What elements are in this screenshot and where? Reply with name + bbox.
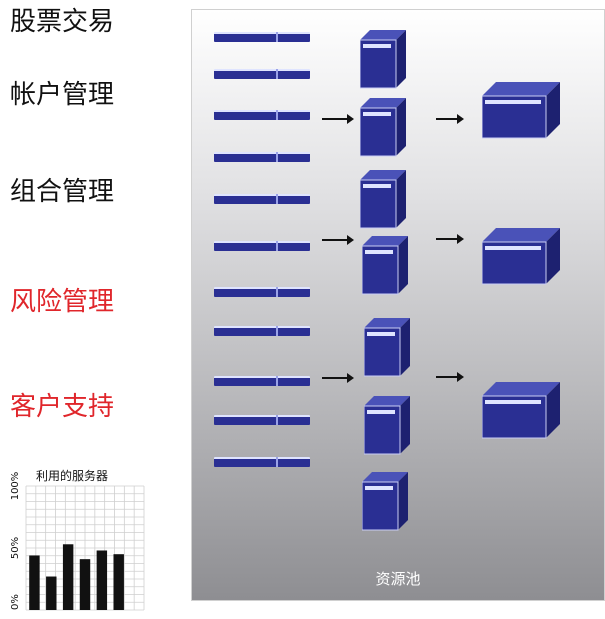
- chart-bars: [29, 544, 124, 610]
- resource-pool-panel: 资源池: [192, 10, 604, 600]
- label-portfolio-management: 组合管理: [10, 177, 115, 207]
- chart-y-tick-label: 0%: [10, 594, 21, 610]
- server-icon: [482, 228, 560, 285]
- chart-bar: [96, 550, 108, 610]
- blade-server-icon: [214, 152, 310, 162]
- chart-bar: [79, 559, 91, 610]
- flow-arrow-icon: [436, 114, 464, 124]
- chart-y-tick-label: 50%: [10, 537, 21, 559]
- server-utilization-chart: 利用的服务器 0% 50% 100%: [10, 468, 145, 611]
- server-icon: [360, 98, 406, 157]
- label-customer-support: 客户支持: [10, 392, 115, 422]
- chart-y-tick-label: 100%: [10, 472, 21, 501]
- flow-arrow-icon: [436, 372, 464, 382]
- server-icon: [360, 30, 406, 89]
- label-stock-trading: 股票交易: [10, 7, 115, 37]
- blade-server-icon: [214, 415, 310, 425]
- chart-title: 利用的服务器: [36, 468, 108, 483]
- chart-bar: [62, 544, 74, 610]
- label-risk-management: 风险管理: [10, 287, 115, 317]
- blade-server-icon: [214, 376, 310, 386]
- flow-arrow-icon: [322, 373, 354, 383]
- label-account-management: 帐户管理: [10, 80, 115, 110]
- blade-server-icon: [214, 110, 310, 120]
- flow-arrow-icon: [322, 114, 354, 124]
- chart-bar: [29, 555, 40, 610]
- chart-bar: [113, 554, 124, 610]
- resource-pool-label: 资源池: [375, 570, 421, 588]
- blade-server-icon: [214, 287, 310, 297]
- server-icon: [482, 82, 560, 139]
- blade-server-icon: [214, 194, 310, 204]
- blade-server-icon: [214, 457, 310, 467]
- blade-server-icon: [214, 241, 310, 251]
- server-icon: [364, 318, 410, 377]
- server-icon: [360, 170, 406, 229]
- flow-arrow-icon: [436, 234, 464, 244]
- blade-server-icon: [214, 69, 310, 79]
- blade-server-icon: [214, 326, 310, 336]
- chart-bar: [46, 576, 57, 610]
- server-icon: [482, 382, 560, 439]
- server-icon: [364, 396, 410, 455]
- chart-y-ticks: 0% 50% 100%: [10, 472, 21, 610]
- flow-arrow-icon: [322, 235, 354, 245]
- blade-server-icon: [214, 32, 310, 42]
- server-icon: [362, 236, 408, 295]
- server-icon: [362, 472, 408, 531]
